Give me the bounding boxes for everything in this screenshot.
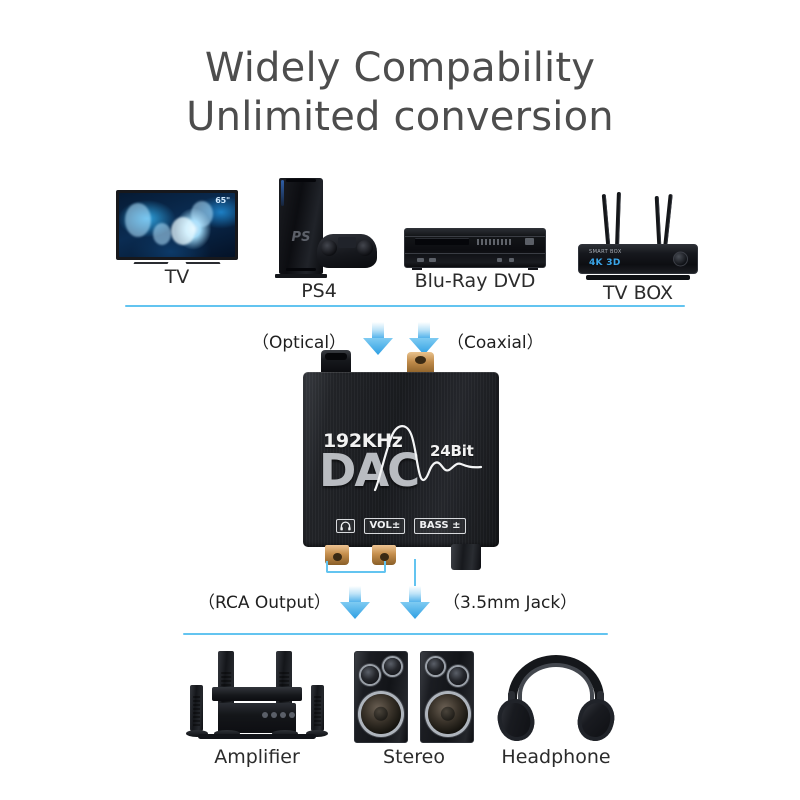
coaxial-input-label: （Coaxial） — [447, 333, 544, 353]
ps-logo: PS — [291, 230, 311, 245]
arrow-down-icon-rca — [340, 586, 370, 619]
tvbox-brand: SMART BOX — [589, 249, 622, 255]
tv-size-badge: 65" — [215, 196, 230, 205]
rca-right-jack — [372, 545, 396, 565]
output-device-label-headphone: Headphone — [501, 746, 611, 768]
headphone-icon — [340, 521, 352, 531]
arrow-down-icon-optical — [363, 322, 393, 355]
volume-button[interactable]: VOL± — [364, 518, 406, 534]
output-device-amplifier: Amplifier — [182, 645, 332, 768]
input-device-label-tvbox: TV BOX — [602, 282, 674, 304]
input-device-label-bluray: Blu-Ray DVD — [414, 270, 536, 292]
input-devices-row: 65" TV PS — [112, 178, 698, 304]
bookshelf-speakers-icon — [348, 647, 480, 743]
dac-converter: 192KHz DAC 24Bit VOL± BASS ± — [303, 350, 499, 570]
output-devices-row: Amplifier Stereo — [170, 645, 622, 768]
input-device-tv: 65" TV — [112, 190, 242, 288]
output-device-label-amplifier: Amplifier — [214, 746, 300, 768]
bass-button[interactable]: BASS ± — [414, 518, 466, 534]
optical-toslink-port — [321, 350, 351, 374]
waveform-icon — [373, 425, 483, 492]
divider-top — [125, 305, 685, 307]
coaxial-rca-port — [407, 352, 434, 374]
optical-input-label: （Optical） — [252, 333, 347, 353]
rca-output-bracket — [326, 561, 386, 573]
input-device-bluray: Blu-Ray DVD — [400, 228, 550, 292]
input-device-label-tv: TV — [164, 266, 190, 288]
dac-button-row: VOL± BASS ± — [303, 518, 499, 534]
dac-sample-rate: 192KHz — [323, 430, 403, 452]
jack-output-label: （3.5mm Jack） — [443, 593, 578, 613]
rca-output-label: （RCA Output） — [198, 593, 331, 613]
bluray-player-icon — [404, 228, 546, 270]
television-icon: 65" — [116, 190, 238, 264]
arrow-down-icon-jack — [400, 586, 430, 619]
dac-brand-label: DAC — [319, 444, 420, 497]
jack-output-stem — [414, 559, 416, 587]
game-console-icon: PS — [263, 178, 377, 278]
title-line-2: Unlimited conversion — [186, 94, 614, 140]
input-device-tvbox: SMART BOX 4K 3D TV BOX — [568, 191, 708, 304]
arrow-down-icon-coaxial — [409, 322, 439, 355]
page-title: Widely Compability Unlimited conversion — [0, 44, 800, 142]
output-device-label-stereo: Stereo — [383, 746, 445, 768]
output-device-stereo: Stereo — [344, 647, 484, 768]
input-device-ps4: PS PS4 — [260, 178, 378, 302]
headphone-mode-button[interactable] — [336, 519, 356, 533]
dac-bit-depth: 24Bit — [430, 442, 474, 460]
tv-box-icon: SMART BOX 4K 3D — [572, 191, 704, 280]
divider-bottom — [183, 633, 608, 635]
input-device-label-ps4: PS4 — [301, 280, 337, 302]
headphones-icon — [493, 649, 619, 745]
volume-knob[interactable] — [451, 544, 481, 570]
home-theater-icon — [184, 645, 330, 743]
gamepad-icon — [317, 234, 377, 268]
power-button-icon — [673, 251, 688, 267]
output-device-headphone: Headphone — [490, 649, 622, 768]
rca-left-jack — [325, 545, 349, 565]
tvbox-screen-text: 4K 3D — [589, 258, 621, 268]
title-line-1: Widely Compability — [204, 45, 596, 91]
